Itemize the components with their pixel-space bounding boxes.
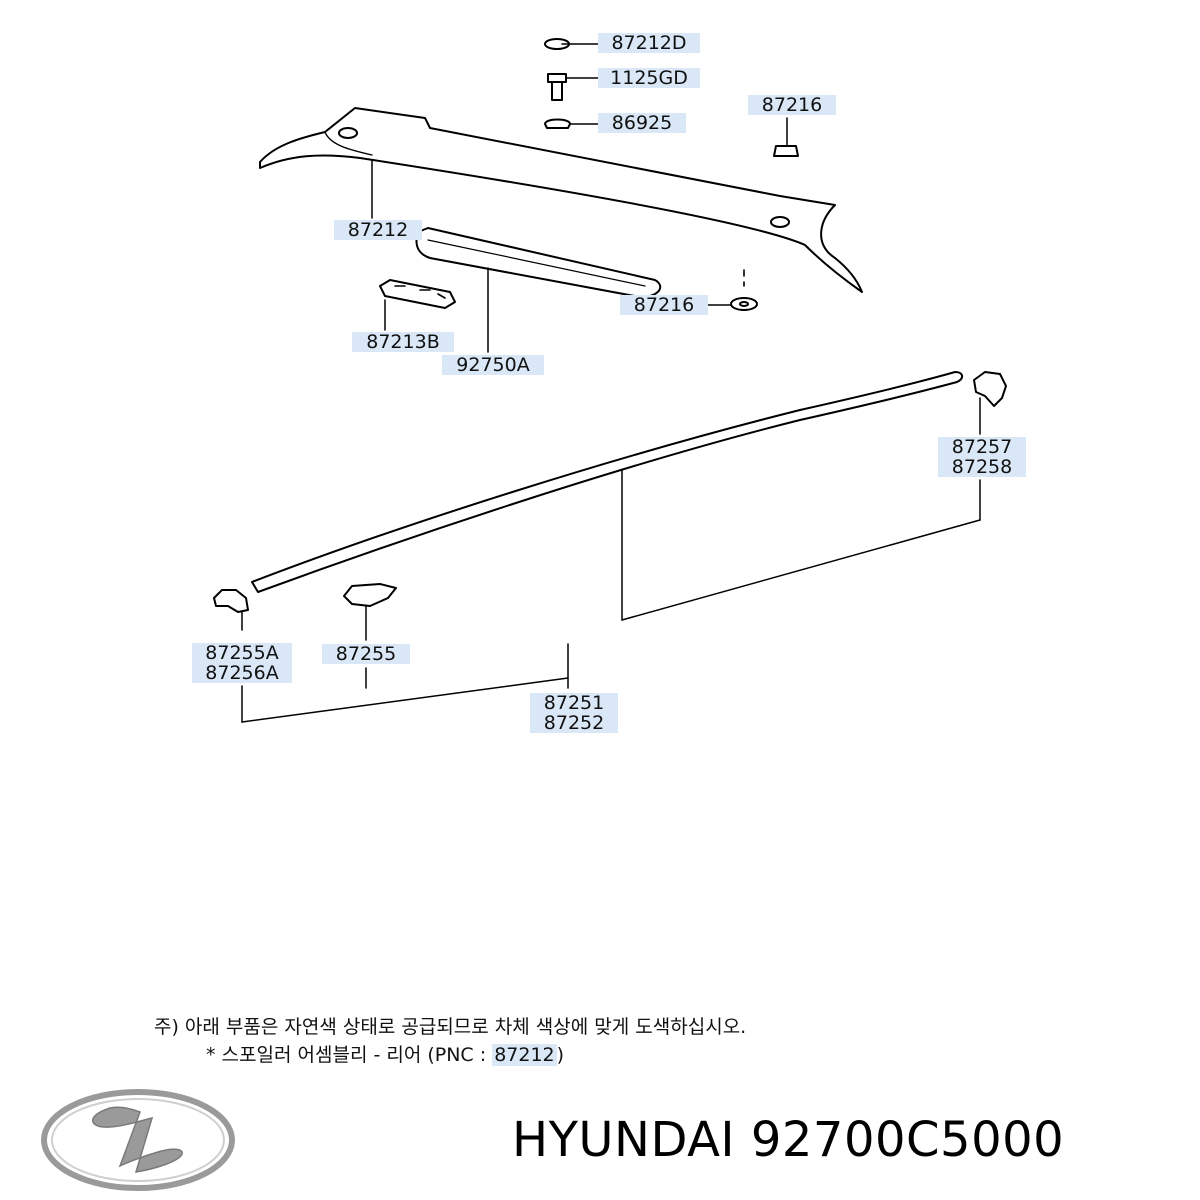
callout-87213B: 87213B	[352, 332, 454, 352]
callout-87255A-87256A: 87255A 87256A	[192, 643, 292, 683]
callout-1125GD: 1125GD	[598, 68, 700, 88]
roof-moulding	[251, 371, 963, 593]
note-line-2: * 스포일러 어셈블리 - 리어 (PNC : 87212)	[206, 1040, 564, 1067]
callout-87212D: 87212D	[598, 33, 700, 53]
callout-92750A: 92750A	[442, 355, 544, 375]
spoiler-hole-left	[338, 127, 358, 139]
clip-87255	[343, 583, 397, 607]
brand-part-number: HYUNDAI 92700C5000	[512, 1112, 1065, 1168]
grommet-86925	[544, 118, 571, 129]
spoiler-hole-right	[770, 216, 790, 228]
note-pnc: 87212	[492, 1044, 557, 1066]
rear-spoiler	[259, 107, 863, 293]
note-line-2-prefix: * 스포일러 어셈블리 - 리어 (PNC :	[206, 1044, 493, 1066]
callout-86925: 86925	[598, 113, 686, 133]
hyundai-logo-icon	[41, 1089, 235, 1191]
note-line-2-suffix: )	[556, 1044, 565, 1066]
callout-87212: 87212	[334, 220, 422, 240]
note-line-1: 주) 아래 부품은 자연색 상태로 공급되므로 차체 색상에 맞게 도색하십시오…	[154, 1016, 747, 1038]
bracket	[379, 279, 456, 309]
bolt-1125GD	[547, 73, 567, 101]
nut-87216	[773, 145, 799, 157]
callout-87251-87252: 87251 87252	[530, 693, 618, 733]
stop-lamp	[415, 227, 662, 299]
clip-87255A	[213, 589, 249, 613]
clip-87257	[973, 371, 1007, 407]
callout-87216-mid: 87216	[620, 295, 708, 315]
callout-87255: 87255	[322, 644, 410, 664]
callout-87257-87258: 87257 87258	[938, 437, 1026, 477]
callout-87216-top: 87216	[748, 95, 836, 115]
